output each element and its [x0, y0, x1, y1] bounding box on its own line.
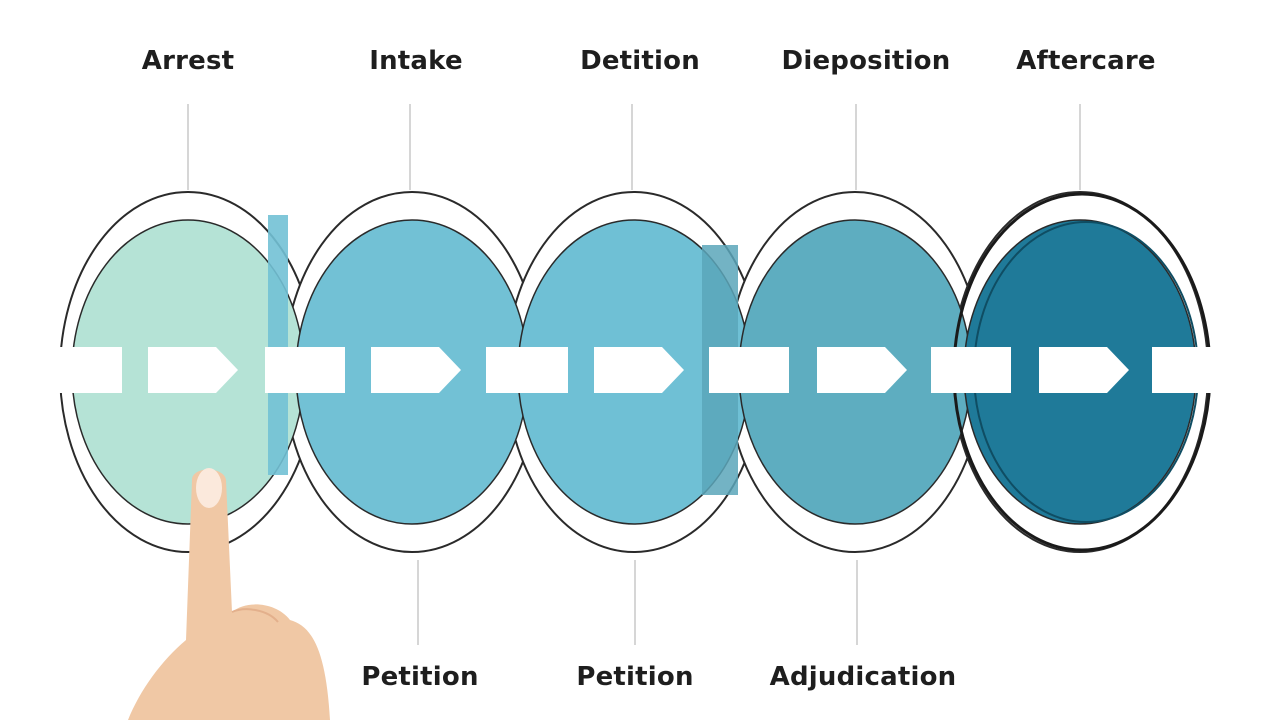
- arrow-block-3: [486, 347, 568, 393]
- stage-label-diepositon: Diepоsition: [781, 46, 951, 76]
- bottom-label-adjudication: Adjudication: [769, 662, 957, 692]
- arrow-band: [56, 347, 1212, 393]
- stage-label-arrest: Arrest: [141, 46, 235, 76]
- arrow-head-5: [1039, 347, 1129, 393]
- arrow-head-3: [594, 347, 684, 393]
- stage-label-intake: Intake: [369, 46, 463, 76]
- arrow-block-6: [1152, 347, 1212, 393]
- arrow-block-2: [265, 347, 345, 393]
- stage-label-detition: Detition: [580, 46, 700, 76]
- hand-knuckle: [231, 608, 279, 623]
- bottom-label-petition-1: Petition: [361, 662, 479, 692]
- bottom-label-petition-2: Petition: [576, 662, 694, 692]
- fingernail: [196, 468, 222, 508]
- connector-lines: [187, 104, 1081, 645]
- overlap-shade-1: [268, 215, 288, 475]
- arrow-head-1: [148, 347, 238, 393]
- arrow-head-2: [371, 347, 461, 393]
- arrow-block-5: [931, 347, 1011, 393]
- arrow-head-4: [817, 347, 907, 393]
- stage-label-aftercare: Aftercare: [1016, 46, 1156, 76]
- pointing-hand-icon: [128, 468, 330, 720]
- arrow-block-1: [56, 347, 122, 393]
- arrow-block-4: [709, 347, 789, 393]
- hand-shape: [128, 469, 330, 720]
